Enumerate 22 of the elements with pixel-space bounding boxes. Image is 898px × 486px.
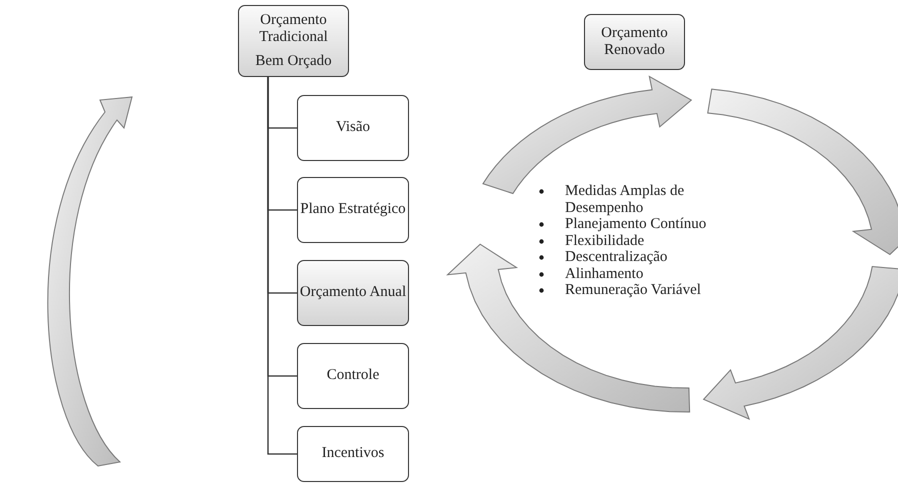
bullet-item: Planejamento Contínuo <box>565 216 706 232</box>
process-box <box>297 426 409 482</box>
bullet-item: Flexibilidade <box>565 232 644 249</box>
process-box <box>297 95 409 161</box>
process-box <box>297 260 409 326</box>
bullet-item: Remuneração Variável <box>565 282 701 298</box>
bullet-item: Descentralização <box>565 249 668 266</box>
box-label: Orçamento Renovado <box>600 24 669 60</box>
tree-connector <box>267 77 297 455</box>
process-box <box>238 5 349 77</box>
box-label: Orçamento Anual <box>300 284 406 302</box>
box-label: Plano Estratégico <box>300 201 406 219</box>
box-subtitle: Bem Orçado <box>255 52 332 70</box>
box-label: Controle <box>326 367 380 385</box>
process-box <box>297 343 409 409</box>
process-box <box>297 177 409 243</box>
box-label: Visão <box>336 119 370 137</box>
process-box <box>584 14 685 70</box>
box-label: Incentivos <box>322 445 384 463</box>
box-label: Orçamento Tradicional <box>258 12 329 47</box>
bullet-item: Medidas Amplas de Desempenho <box>565 183 686 216</box>
bullet-item: Alinhamento <box>565 266 644 282</box>
